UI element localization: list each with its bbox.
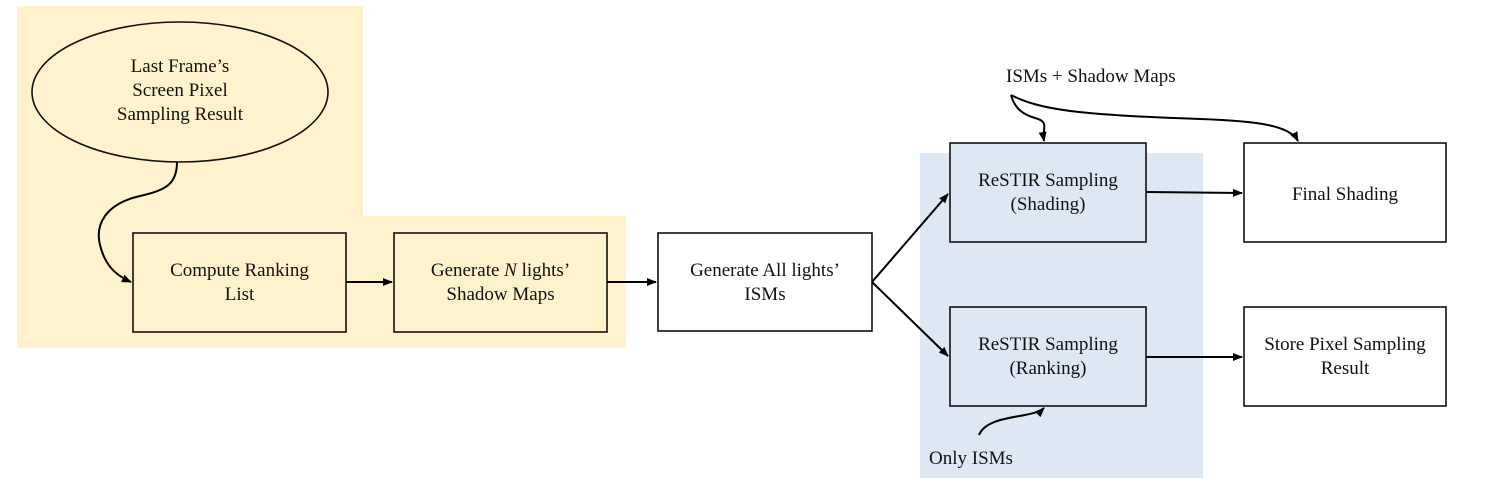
node-generate-all-line-1: Generate All lights’ <box>690 260 840 281</box>
edge-generate-all-to-restir-shading <box>871 193 949 283</box>
node-final-shading: Final Shading <box>1243 142 1447 243</box>
node-generate-all-line-2: ISMs <box>744 284 785 305</box>
generate-n-suffix: lights’ <box>517 260 570 281</box>
node-last-frame-line-1: Last Frame’s <box>131 56 230 77</box>
generate-n-italic-n: N <box>503 260 518 281</box>
node-compute-ranking-line-2: List <box>225 284 255 305</box>
edge-last-frame-to-compute <box>97 161 178 283</box>
node-final-shading-line-1: Final Shading <box>1292 184 1399 205</box>
node-restir-ranking: ReSTIR Sampling (Ranking) <box>949 306 1147 407</box>
generate-n-prefix: Generate <box>431 260 504 281</box>
annotation-only-isms: Only ISMs <box>929 448 1013 469</box>
node-generate-n-shadow-maps: Generate N lights’ Shadow Maps <box>393 232 608 333</box>
node-generate-all-isms: Generate All lights’ ISMs <box>657 232 873 332</box>
node-restir-ranking-line-1: ReSTIR Sampling <box>978 334 1118 355</box>
node-generate-n-line-1: Generate N lights’ <box>431 260 570 281</box>
node-store-pixel-line-2: Result <box>1321 358 1370 379</box>
node-last-frame-line-3: Sampling Result <box>117 104 244 125</box>
edge-isms-shadow-to-restir-shading <box>1010 94 1047 142</box>
node-last-frame-line-2: Screen Pixel <box>132 80 228 101</box>
node-generate-n-line-2: Shadow Maps <box>446 284 554 305</box>
node-restir-shading: ReSTIR Sampling (Shading) <box>949 142 1147 243</box>
edge-isms-shadow-to-final <box>1010 94 1299 142</box>
edge-only-isms-to-restir-ranking <box>978 407 1045 436</box>
node-restir-shading-line-2: (Shading) <box>1011 194 1086 215</box>
node-compute-ranking: Compute Ranking List <box>132 232 347 333</box>
node-restir-shading-line-1: ReSTIR Sampling <box>978 170 1118 191</box>
node-compute-ranking-line-1: Compute Ranking <box>170 260 309 281</box>
node-restir-ranking-line-2: (Ranking) <box>1009 358 1086 379</box>
edge-generate-all-to-restir-ranking <box>871 281 949 357</box>
edge-restir-shading-to-final <box>1145 188 1243 197</box>
node-last-frame: Last Frame’s Screen Pixel Sampling Resul… <box>31 21 329 163</box>
node-store-pixel: Store Pixel Sampling Result <box>1243 306 1447 407</box>
node-store-pixel-line-1: Store Pixel Sampling <box>1264 334 1426 355</box>
annotation-isms-shadow-maps: ISMs + Shadow Maps <box>1006 66 1176 87</box>
